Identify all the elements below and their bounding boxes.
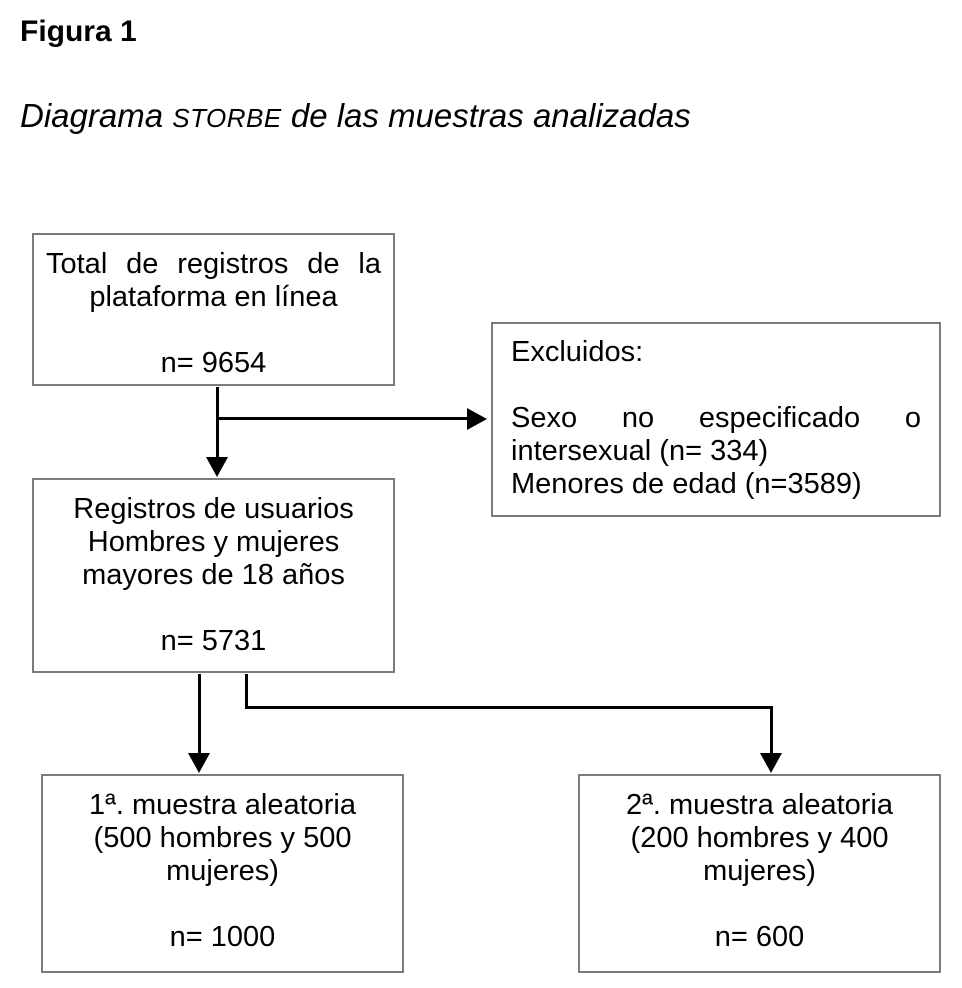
box-muestra-2: 2ª. muestra aleatoria (200 hombres y 400… [578,774,941,973]
blank-line [46,314,381,347]
figure-subtitle: Diagrama STORBE de las muestras analizad… [20,96,691,138]
line-segment-vertical [198,674,201,755]
line-segment-vertical [770,706,773,755]
box-text-line: (500 hombres y 500 [93,822,352,854]
box-text-line: mujeres) [166,855,279,887]
line-segment-horizontal [245,706,773,709]
box-text-line: mayores de 18 años [82,559,345,591]
blank-line [55,888,390,921]
excluded-reason: Menores de edad (n=3589) [511,468,862,500]
n-value: n= 600 [714,921,805,953]
box-excluidos: Excluidos: Sexo no especificado o inters… [491,322,941,517]
box-text-line: plataforma en línea [89,281,338,313]
subtitle-prefix: Diagrama [20,97,173,134]
box-text-line: Registros de usuarios [73,493,354,525]
n-value: n= 9654 [160,347,267,379]
line-segment-vertical [216,387,219,459]
box-text-line: Hombres y mujeres [87,526,340,558]
box-text-line: Total de registros de la [46,248,381,280]
n-value: n= 5731 [160,625,267,657]
box-text-line: mujeres) [703,855,816,887]
line-segment-horizontal [216,417,468,420]
excluded-reason: intersexual (n= 334) [511,435,769,467]
box-text-line: 1ª. muestra aleatoria [88,789,357,821]
arrowhead-down [760,753,782,773]
arrowhead-right [467,408,487,430]
arrowhead-down [188,753,210,773]
box-registros-usuarios: Registros de usuarios Hombres y mujeres … [32,478,395,673]
blank-line [511,369,921,402]
box-text-line: (200 hombres y 400 [630,822,889,854]
blank-line [46,592,381,625]
subtitle-suffix: de las muestras analizadas [281,97,691,134]
n-value: n= 1000 [169,921,276,953]
box-muestra-1: 1ª. muestra aleatoria (500 hombres y 500… [41,774,404,973]
subtitle-acronym: STORBE [172,103,282,133]
box-text-line: 2ª. muestra aleatoria [625,789,894,821]
box-total-registros: Total de registros de la plataforma en l… [32,233,395,386]
line-segment-vertical [245,674,248,709]
excluded-heading: Excluidos: [511,336,644,368]
excluded-reason: Sexo no especificado o [511,402,921,434]
arrowhead-down [206,457,228,477]
figure-label: Figura 1 [20,15,137,48]
blank-line [592,888,927,921]
